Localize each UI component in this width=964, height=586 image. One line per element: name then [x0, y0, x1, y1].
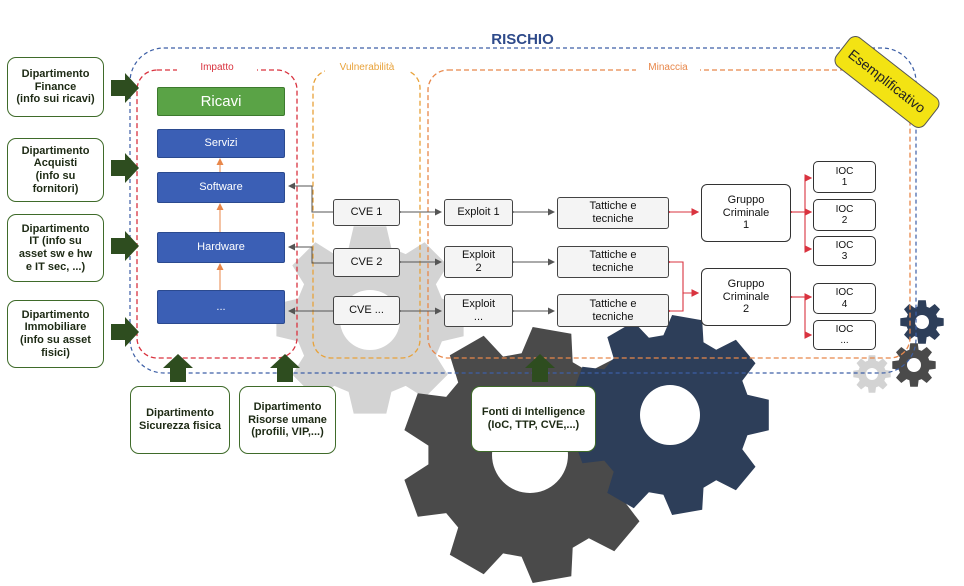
- ioc-box: IOC 2: [813, 199, 876, 231]
- impact-servizi: Servizi: [157, 129, 285, 158]
- exploit-box: Exploit 2: [444, 246, 513, 278]
- dept-finance: Dipartimento Finance (info sui ricavi): [7, 57, 104, 117]
- section-minaccia: Minaccia: [636, 62, 700, 73]
- cve-box: CVE 1: [333, 199, 400, 226]
- arrow-up-icon: [525, 354, 555, 382]
- arrow-right-icon: [111, 153, 139, 183]
- dept-sicurezza-fisica: Dipartimento Sicurezza fisica: [130, 386, 230, 454]
- impact-hardware: Hardware: [157, 232, 285, 263]
- dept-it: Dipartimento IT (info su asset sw e hw e…: [7, 214, 104, 282]
- impact-other: ...: [157, 290, 285, 324]
- ioc-box: IOC 3: [813, 236, 876, 266]
- arrow-right-icon: [111, 73, 139, 103]
- gear-navy-small-icon: [900, 300, 944, 344]
- section-impatto: Impatto: [177, 62, 257, 73]
- exploit-box: Exploit ...: [444, 294, 513, 327]
- dept-acquisti: Dipartimento Acquisti (info su fornitori…: [7, 138, 104, 202]
- gear-dark-small-icon: [892, 343, 936, 387]
- impact-software: Software: [157, 172, 285, 203]
- tactics-box: Tattiche e tecniche: [557, 294, 669, 327]
- badge: [834, 36, 940, 128]
- page-title: RISCHIO: [491, 31, 554, 48]
- ioc-box: IOC 4: [813, 283, 876, 314]
- tactics-box: Tattiche e tecniche: [557, 197, 669, 229]
- section-vulnerabilita: Vulnerabilità: [325, 62, 409, 73]
- dept-immobiliare: Dipartimento Immobiliare (info su asset …: [7, 300, 104, 368]
- intelligence-sources: Fonti di Intelligence (IoC, TTP, CVE,...…: [471, 386, 596, 452]
- gear-navy-large-icon: [571, 315, 769, 515]
- criminal-group: Gruppo Criminale 1: [701, 184, 791, 242]
- risk-outer-border: [129, 47, 917, 374]
- ioc-box: IOC 1: [813, 161, 876, 193]
- dept-risorse-umane: Dipartimento Risorse umane (profili, VIP…: [239, 386, 336, 454]
- gear-light-small-icon: [853, 355, 891, 393]
- exploit-box: Exploit 1: [444, 199, 513, 226]
- cve-box: CVE ...: [333, 296, 400, 325]
- tactics-box: Tattiche e tecniche: [557, 246, 669, 278]
- cve-box: CVE 2: [333, 248, 400, 277]
- ioc-box: IOC ...: [813, 320, 876, 350]
- arrow-up-icon: [270, 354, 300, 382]
- arrow-up-icon: [163, 354, 193, 382]
- arrow-right-icon: [111, 231, 139, 261]
- impact-ricavi: Ricavi: [157, 87, 285, 116]
- arrow-right-icon: [111, 317, 139, 347]
- criminal-group: Gruppo Criminale 2: [701, 268, 791, 326]
